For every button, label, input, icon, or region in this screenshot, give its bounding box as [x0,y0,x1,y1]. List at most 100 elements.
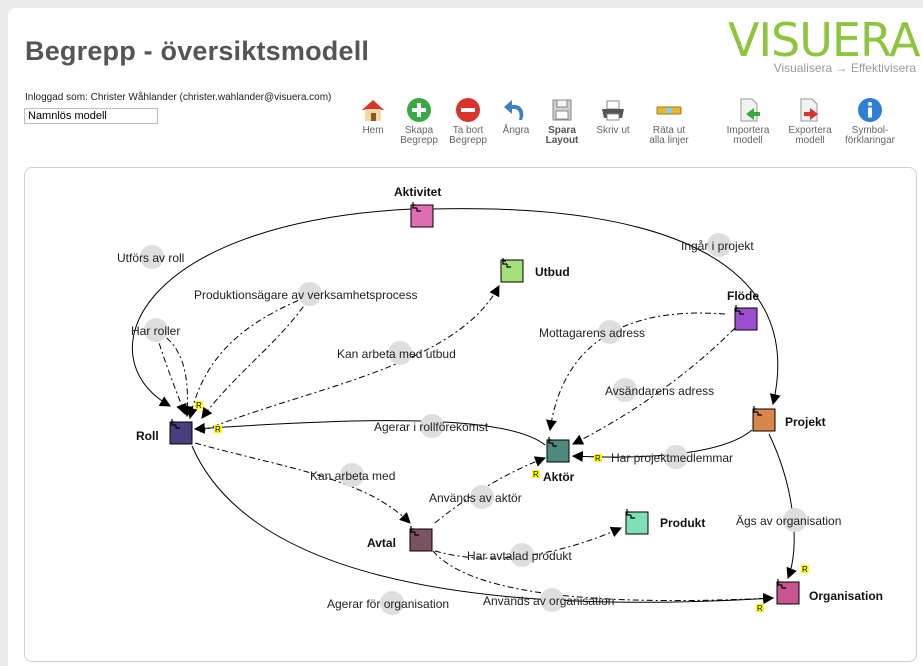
create-concept-button[interactable]: Skapa Begrepp [387,96,451,146]
edge-label-kan-arbeta-med-utbud: Kan arbeta med utbud [337,347,456,361]
edge-handle[interactable] [664,445,688,469]
edge-agerar-i-rollforekomst[interactable] [193,420,546,446]
concept-diagram: Utförs av roll Ingår i projekt Produktio… [117,185,883,615]
edge-har-roller[interactable] [154,329,187,416]
edge-handle[interactable] [783,508,807,532]
svg-text:Produkt: Produkt [660,516,705,530]
print-button[interactable]: Skriv ut [581,96,645,136]
export-model-button[interactable]: Exportera modell [778,96,842,146]
edge-agerar-for-organisation[interactable] [191,445,775,605]
delete-concept-button[interactable]: Ta bort Begrepp [436,96,500,146]
svg-text:Aktör: Aktör [543,470,575,484]
edge-har-avtalad-produkt[interactable] [434,527,623,559]
svg-text:Utbud: Utbud [535,265,570,279]
node-utbud[interactable]: Utbud [500,257,570,283]
visuera-logo: VISUERA Visualisera → Effektivisera [728,13,921,77]
edge-label-ags-av-organisation: Ägs av organisation [736,514,841,528]
edge-label-produktionsagare: Produktionsägare av verksamhetsprocess [194,288,417,302]
symbol-legend-button[interactable]: Symbol- förklaringar [838,96,902,146]
edge-kan-arbeta-med-utbud[interactable] [199,285,500,433]
straighten-lines-label: Räta ut alla linjer [649,125,689,146]
save-layout-button[interactable]: Spara Layout [530,96,594,146]
node-avtal[interactable]: Avtal [367,525,433,552]
edge-handle[interactable] [298,282,322,306]
edge-handle[interactable] [470,485,494,509]
undo-label: Ångra [502,125,530,136]
create-concept-label: Skapa Begrepp [400,125,438,146]
edge-label-kan-arbeta-med: Kan arbeta med [310,469,395,483]
edge-handle[interactable] [613,378,637,402]
node-organisation[interactable]: Organisation [776,578,883,605]
node-aktivitet[interactable]: Aktivitet [394,185,441,228]
edge-label-anvands-av-organisation: Används av organisation [483,594,614,608]
level-tool-icon [656,106,682,115]
edge-label-anvands-av-aktor: Används av aktör [429,491,522,505]
edge-handle[interactable] [510,543,534,567]
model-name-input[interactable] [24,108,158,124]
info-icon [858,98,882,122]
edge-handles[interactable] [140,233,807,615]
export-document-icon [800,98,818,122]
delete-concept-label: Ta bort Begrepp [449,125,487,146]
svg-text:R: R [757,604,763,613]
edge-produktionsagare[interactable] [201,294,312,419]
logged-in-user: Inloggad som: Christer Wåhlander (christ… [25,92,332,103]
node-flode[interactable]: Flöde [727,289,759,331]
edge-handle[interactable] [380,591,404,615]
diagram-canvas[interactable]: Utförs av roll Ingår i projekt Produktio… [24,167,917,662]
logo-tagline: Visualisera → Effektivisera [773,61,916,75]
edge-label-utfors-av-roll: Utförs av roll [117,251,184,265]
svg-text:R: R [215,425,221,434]
svg-text:Aktivitet: Aktivitet [394,185,441,199]
edge-ags-av-organisation[interactable] [768,433,797,580]
straighten-lines-button[interactable]: Räta ut alla linjer [637,96,701,146]
edge-anvands-av-aktor[interactable] [434,456,547,524]
undo-button[interactable]: Ångra [484,96,548,136]
edge-ingar-i-projekt[interactable] [432,208,781,406]
node-projekt[interactable]: Projekt [752,405,826,432]
svg-text:Roll: Roll [136,429,159,443]
edge-handle[interactable] [420,414,444,438]
edge-avsandarens-adress[interactable] [572,327,736,445]
svg-text:R: R [196,401,202,410]
node-aktor[interactable]: Aktör [543,436,575,484]
edge-label-agerar-i-rollforekomst: Agerar i rollförekomst [374,420,489,434]
edge-handle[interactable] [388,341,412,365]
edge-handle[interactable] [144,318,168,342]
edge-har-roller-2[interactable] [154,329,194,418]
svg-text:Projekt: Projekt [785,415,826,429]
print-label: Skriv ut [596,125,630,136]
edge-label-har-projektmedlemmar: Har projektmedlemmar [611,451,733,465]
edge-handle[interactable] [707,233,731,257]
plus-circle-icon [407,98,431,122]
node-roll[interactable]: Roll [136,418,193,445]
home-button[interactable]: Hem [341,96,405,136]
edge-label-agerar-for-organisation: Agerar för organisation [327,597,449,611]
import-document-icon [740,98,760,122]
edge-label-avsandarens-adress: Avsändarens adress [605,384,714,398]
edge-produktionsagare-2[interactable] [186,294,312,420]
minus-circle-icon [456,98,480,122]
edge-kan-arbeta-med[interactable] [194,442,411,524]
edge-label-ingar-i-projekt: Ingår i projekt [681,239,754,253]
edge-utfors-av-roll[interactable] [131,208,413,407]
edge-label-mottagarens-adress: Mottagarens adress [539,326,645,340]
svg-text:R: R [533,470,539,479]
logo-wordmark: VISUERA [728,13,921,67]
edge-handle[interactable] [598,320,622,344]
svg-text:Avtal: Avtal [367,536,396,550]
page-title: Begrepp - översiktsmodell [25,36,370,66]
import-model-button[interactable]: Importera modell [716,96,780,146]
svg-text:R: R [802,565,808,574]
relation-markers: R R R R R R [195,401,809,613]
edge-handle[interactable] [140,245,164,269]
svg-text:Flöde: Flöde [727,289,759,303]
printer-icon [602,100,624,121]
export-model-label: Exportera modell [788,125,832,146]
edge-handle[interactable] [340,463,364,487]
edge-handle[interactable] [540,588,564,612]
edge-label-har-avtalad-produkt: Har avtalad produkt [467,549,572,563]
edge-label-har-roller: Har roller [131,324,180,338]
edge-anvands-av-organisation[interactable] [432,550,775,604]
node-produkt[interactable]: Produkt [625,508,705,535]
